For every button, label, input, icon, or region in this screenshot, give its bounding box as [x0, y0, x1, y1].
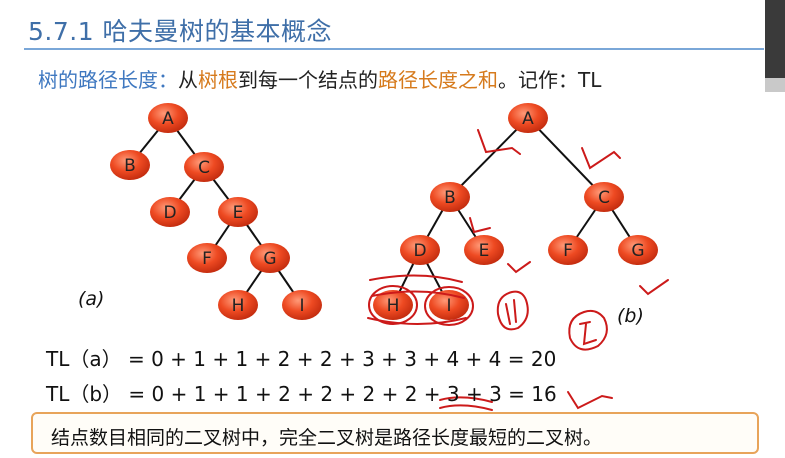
annotation-check-1: [477, 129, 521, 155]
definition-part1: 从: [178, 68, 198, 92]
svg-text:I: I: [299, 296, 304, 316]
svg-text:H: H: [387, 296, 400, 316]
definition-root: 树根: [198, 68, 238, 92]
tree-a-node-H: H: [218, 290, 258, 320]
tree-b-node-B: B: [430, 182, 470, 212]
tree-b-label: (b): [617, 305, 644, 327]
annotation-check-5: [639, 279, 669, 296]
tree-a-node-B: B: [110, 150, 150, 180]
side-panel-edge: [765, 0, 785, 90]
tree-a-node-F: F: [187, 243, 227, 273]
side-panel-edge-light: [765, 78, 785, 92]
definition-text: 树的路径长度：从树根到每一个结点的路径长度之和。记作：TL: [38, 64, 601, 93]
tree-a-node-E: E: [218, 197, 258, 227]
annotation-circle-H: [368, 285, 418, 325]
tree-b-node-C: C: [584, 182, 624, 212]
tree-a-label: (a): [78, 288, 104, 310]
slide-title: 5.7.1 哈夫曼树的基本概念: [28, 17, 333, 46]
tree-b-node-D: D: [400, 235, 440, 265]
definition-part2: 到每一个结点的: [238, 68, 378, 92]
svg-text:B: B: [124, 156, 136, 176]
annotation-check-6: [567, 391, 613, 410]
svg-text:I: I: [446, 296, 451, 316]
definition-term: 树的路径长度: [38, 68, 158, 92]
svg-text:A: A: [522, 109, 534, 129]
definition-part3: 。记作：TL: [498, 68, 602, 92]
svg-text:G: G: [263, 249, 276, 269]
annotation-check-2: [581, 147, 621, 170]
handwritten-annotations: [367, 129, 669, 411]
svg-text:D: D: [163, 203, 176, 223]
annotation-mark-4: [579, 321, 597, 346]
annotation-circle-3: [496, 290, 529, 331]
svg-text:C: C: [598, 188, 610, 208]
tree-a-node-D: D: [150, 197, 190, 227]
tree-b-node-A: A: [508, 103, 548, 133]
annotation-check-4: [507, 261, 531, 274]
tree-b-node-H: H: [373, 290, 413, 320]
tree-a-node-C: C: [184, 152, 224, 182]
annotation-underline: [439, 396, 493, 411]
tree-a-node-G: G: [250, 243, 290, 273]
formula-tree-a: TL（a） = 0 + 1 + 1 + 2 + 2 + 3 + 3 + 4 + …: [46, 347, 557, 371]
svg-text:E: E: [479, 241, 490, 261]
formula-tree-b: TL（b） = 0 + 1 + 1 + 2 + 2 + 2 + 2 + 3 + …: [46, 382, 557, 406]
svg-text:D: D: [413, 241, 426, 261]
svg-text:B: B: [444, 188, 456, 208]
conclusion-text: 结点数目相同的二叉树中，完全二叉树是路径长度最短的二叉树。: [51, 427, 603, 449]
tree-b-node-G: G: [618, 235, 658, 265]
definition-colon: ：: [158, 68, 178, 92]
tree-b-nodes: A B C D E F G H I: [373, 103, 658, 320]
tree-a-node-A: A: [148, 103, 188, 133]
svg-text:F: F: [563, 241, 573, 261]
annotation-mark-3: [505, 299, 517, 325]
svg-text:C: C: [198, 158, 210, 178]
tree-b-node-E: E: [464, 235, 504, 265]
annotation-check-3: [469, 217, 491, 234]
tree-b-node-F: F: [548, 235, 588, 265]
svg-text:A: A: [162, 109, 174, 129]
svg-text:E: E: [233, 203, 244, 223]
annotation-circle-I: [424, 286, 474, 326]
svg-text:F: F: [202, 249, 212, 269]
conclusion-box: 结点数目相同的二叉树中，完全二叉树是路径长度最短的二叉树。: [31, 412, 759, 454]
tree-a-nodes: A B C D E F G H I: [110, 103, 322, 320]
svg-text:G: G: [631, 241, 644, 261]
svg-text:H: H: [232, 296, 245, 316]
tree-a-node-I: I: [282, 290, 322, 320]
definition-sum: 路径长度之和: [378, 68, 498, 92]
annotation-circle-4: [568, 309, 608, 351]
title-divider: [24, 48, 764, 50]
